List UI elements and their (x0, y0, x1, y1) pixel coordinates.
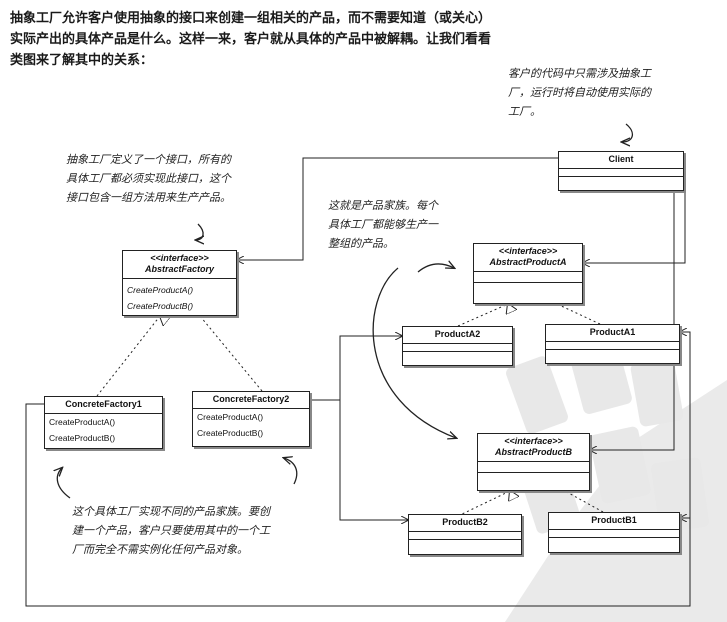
class-stereotype: <<interface>> (504, 436, 563, 446)
class-name: Client (559, 152, 683, 169)
class-name: AbstractProductB (494, 447, 572, 457)
cf2-creates-b2 (339, 400, 408, 520)
class-client: Client (558, 151, 684, 191)
note-arrow-concrete-right (284, 458, 298, 485)
class-abstract-factory: <<interface>> AbstractFactory CreateProd… (122, 250, 237, 316)
note-line: 厂而完全不需实例化任何产品对象。 (72, 543, 248, 556)
class-abstract-product-a: <<interface>> AbstractProductA (473, 243, 583, 304)
note-line: 客户的代码中只需涉及抽象工 (508, 67, 651, 80)
note-line: 厂，运行时将自动使用实际的 (508, 86, 651, 99)
note-line: 具体工厂都能够生产一 (328, 218, 438, 231)
operation: CreateProductB() (127, 301, 194, 311)
note-line: 整组的产品。 (328, 237, 394, 250)
client-to-abstractproductb (590, 165, 675, 450)
class-name: AbstractFactory (144, 264, 215, 274)
class-product-b1: ProductB1 (548, 512, 680, 553)
class-name: ProductB1 (549, 513, 679, 530)
concrete-factory-note: 这个具体工厂实现不同的产品家族。要创 建一个产品，客户只要使用其中的一个工 厂而… (72, 502, 270, 559)
note-line: 建一个产品，客户只要使用其中的一个工 (72, 524, 270, 537)
cf2-creates-a2 (310, 336, 402, 401)
note-line: 这就是产品家族。每个 (328, 199, 438, 212)
operation: CreateProductA() (49, 417, 116, 427)
client-to-abstractproducta (583, 165, 686, 263)
operation: CreateProductA() (127, 285, 194, 295)
cf1-implements-af (96, 316, 160, 397)
note-arrow-factory (196, 223, 203, 240)
class-name: ProductB2 (409, 515, 521, 532)
note-line: 具体工厂都必须实现此接口，这个 (66, 172, 231, 185)
class-product-a1: ProductA1 (545, 324, 680, 364)
client-note: 客户的代码中只需涉及抽象工 厂，运行时将自动使用实际的 工厂。 (508, 64, 651, 121)
a2-implements-apa (457, 304, 508, 327)
b2-implements-apb (457, 491, 510, 517)
note-arrow-concrete-left (57, 468, 71, 499)
intro-line: 抽象工厂允许客户使用抽象的接口来创建一组相关的产品，而不需要知道（或关心） (10, 11, 492, 26)
class-name: ConcreteFactory1 (45, 397, 162, 414)
b1-implements-apb (565, 491, 604, 513)
class-name: ProductA2 (403, 327, 512, 344)
operation: CreateProductA() (197, 412, 264, 422)
cf1-creates-a1 (680, 332, 691, 518)
note-arrow-client (622, 123, 633, 142)
note-line: 接口包含一组方法用来生产产品。 (66, 191, 231, 204)
intro-line: 类图来了解其中的关系： (10, 53, 154, 68)
intro-line: 实际产出的具体产品是什么。这样一来，客户就从具体的产品中被解耦。让我们看看 (10, 32, 492, 47)
class-product-b2: ProductB2 (408, 514, 522, 555)
note-line: 这个具体工厂实现不同的产品家族。要创 (72, 505, 270, 518)
cf1-creates-products (25, 403, 691, 607)
cf2-implements-af (200, 316, 263, 392)
class-concrete-factory-1: ConcreteFactory1 CreateProductA() Create… (44, 396, 163, 449)
note-line: 工厂。 (508, 105, 541, 118)
class-stereotype: <<interface>> (498, 246, 558, 256)
a1-implements-apa (557, 304, 601, 325)
class-name: AbstractProductA (489, 257, 567, 267)
operation: CreateProductB() (49, 433, 116, 443)
intro-paragraph: 抽象工厂允许客户使用抽象的接口来创建一组相关的产品，而不需要知道（或关心） 实际… (10, 8, 570, 71)
note-arrow-family-a (417, 264, 454, 273)
class-name: ProductA1 (546, 325, 679, 342)
factory-note: 抽象工厂定义了一个接口，所有的 具体工厂都必须实现此接口，这个 接口包含一组方法… (66, 150, 231, 207)
watermark-seal (505, 336, 727, 622)
class-name: ConcreteFactory2 (193, 392, 309, 409)
note-line: 抽象工厂定义了一个接口，所有的 (66, 153, 231, 166)
note-arrow-family-b (372, 267, 456, 438)
class-stereotype: <<interface>> (150, 253, 209, 263)
client-to-abstractfactory (237, 157, 558, 260)
class-concrete-factory-2: ConcreteFactory2 CreateProductA() Create… (192, 391, 310, 447)
class-product-a2: ProductA2 (402, 326, 513, 366)
family-note: 这就是产品家族。每个 具体工厂都能够生产一 整组的产品。 (328, 196, 438, 253)
operation: CreateProductB() (197, 428, 264, 438)
class-abstract-product-b: <<interface>> AbstractProductB (477, 433, 590, 491)
